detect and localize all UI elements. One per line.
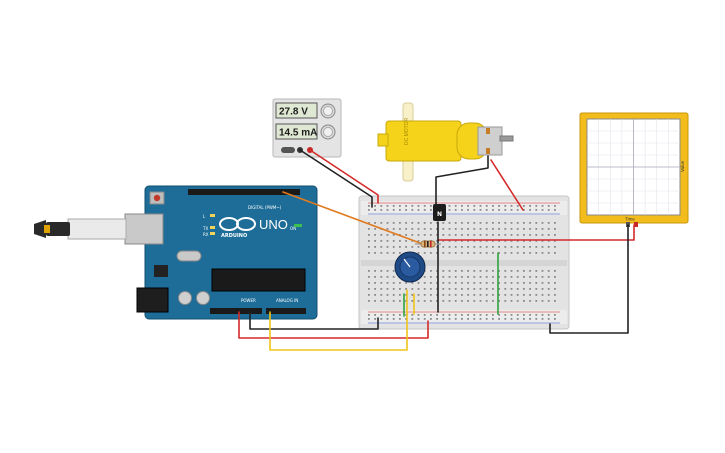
arduino-model-label: UNO [259,217,288,232]
digital-header[interactable] [188,189,300,195]
wire-motor-negative[interactable] [435,155,489,206]
rx-led-label: RX [203,232,209,237]
power-jack[interactable] [136,287,169,313]
tx-led-label: TX [202,226,208,231]
voltage-readout: 27.8 V [279,107,308,118]
transistor-nmos[interactable]: N [433,204,446,221]
power-switch[interactable] [281,147,295,153]
current-display [275,123,318,140]
potentiometer-knob-indicator [403,258,411,268]
power-supply[interactable]: 27.8 V 14.5 mA [272,98,342,158]
wire-analog-a0[interactable] [269,289,408,351]
oscilloscope[interactable]: Time Value [579,112,689,227]
dc-motor[interactable]: DC MOTOR [377,102,514,182]
arduino-uno[interactable]: DIGITAL (PWM~) ARDUINO UNO L TX RX ON PO… [34,185,318,320]
scope-value-label: Value [680,160,685,172]
resistor[interactable] [415,240,441,248]
wire-supply-positive[interactable] [309,149,379,204]
analog-header-label: ANALOG IN [276,298,298,303]
wire-pwm-signal[interactable] [282,191,421,244]
digital-label: DIGITAL (PWM~) [248,205,282,210]
scope-probe-pin-positive[interactable] [634,222,638,227]
wire-scope-signal[interactable] [437,224,635,241]
wire-scope-ground[interactable] [549,224,629,334]
atmega-chip [211,268,306,292]
analog-header[interactable] [266,308,306,314]
power-header-label: POWER [241,298,256,303]
transistor-label: N [437,211,442,218]
scope-time-label: Time [625,217,635,222]
usb-port[interactable] [124,213,164,245]
arduino-brand-label: ARDUINO [221,233,247,239]
current-readout: 14.5 mA [279,128,317,139]
wire-arduino-5v[interactable] [238,311,429,339]
on-led-label: ON [290,226,296,231]
wire-supply-negative[interactable] [299,149,373,208]
wires [238,149,635,351]
voltage-display [275,102,318,119]
power-header[interactable] [210,308,262,314]
l-led-label: L [203,214,206,219]
potentiometer[interactable] [394,251,426,283]
breadboard[interactable] [358,195,570,330]
motor-label: DC MOTOR [404,117,410,145]
wire-arduino-gnd[interactable] [249,311,379,330]
wire-motor-positive[interactable] [490,159,524,211]
